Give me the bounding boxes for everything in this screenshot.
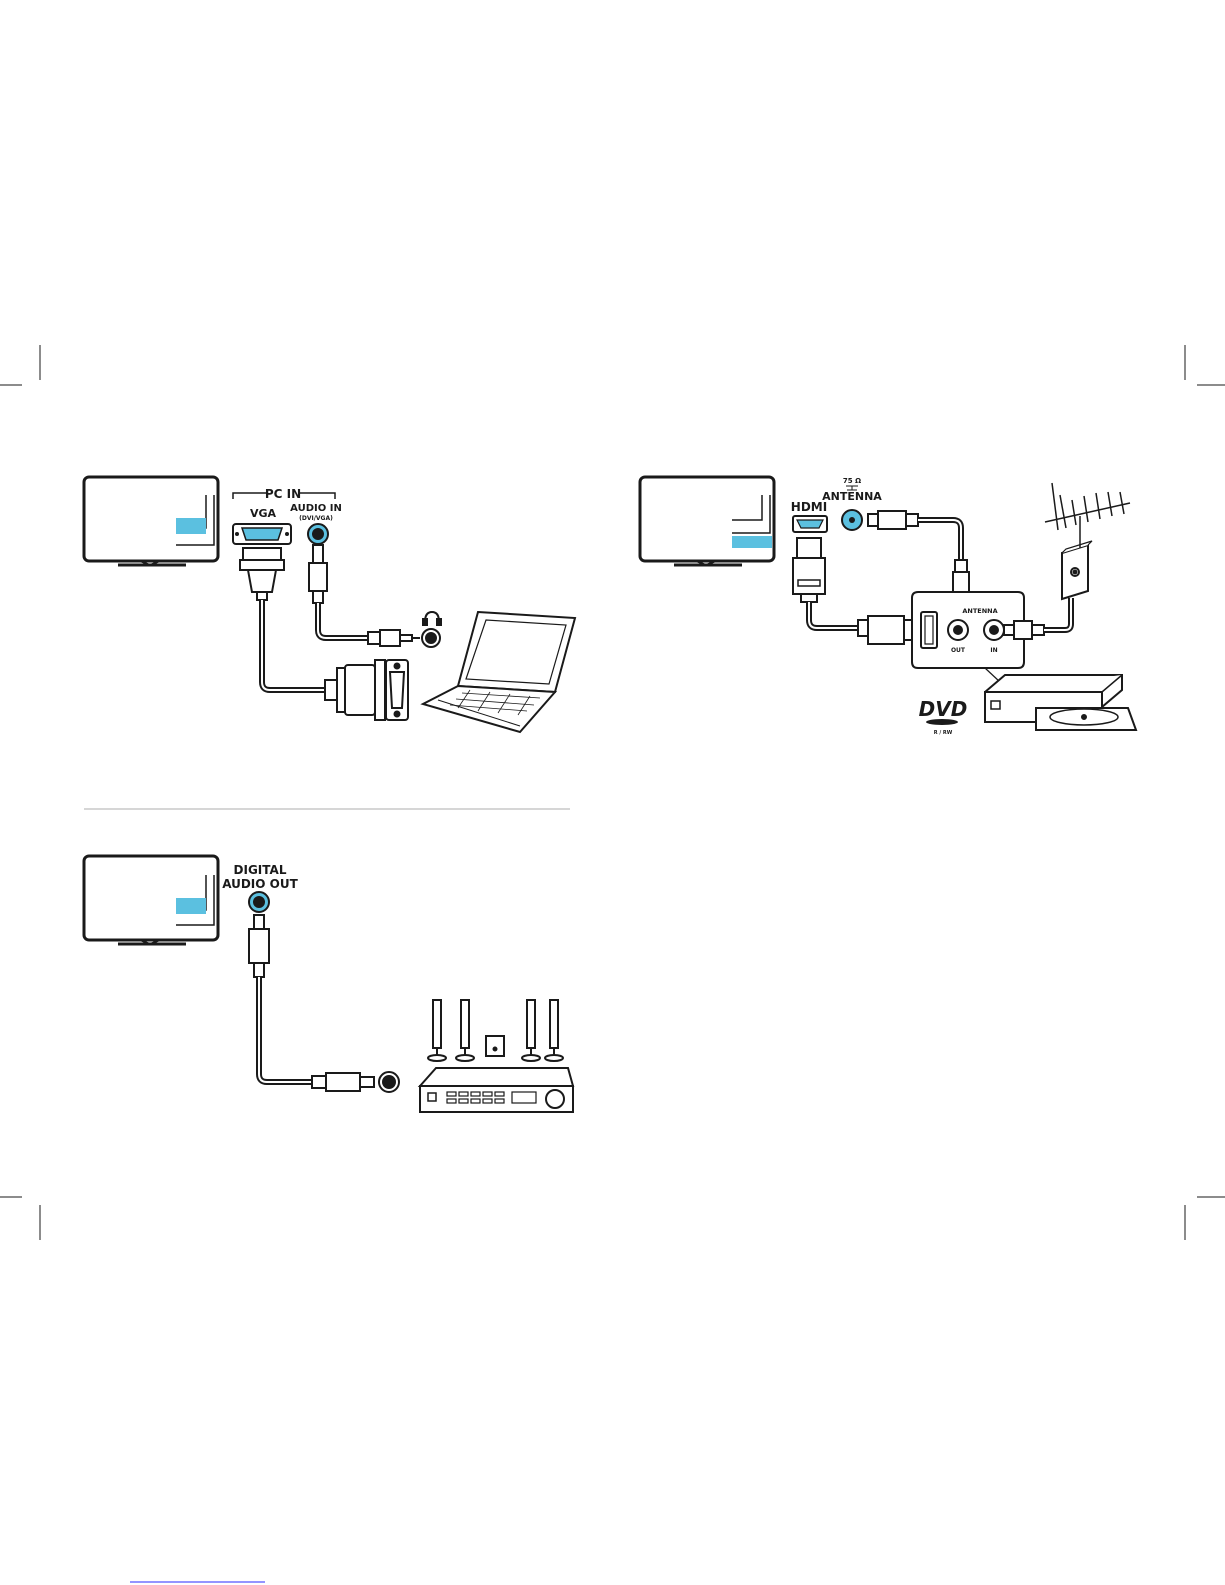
tv-icon: [84, 856, 218, 944]
dvd-recorder-icon: [985, 668, 1136, 730]
dvd-sub-label: R / RW: [934, 730, 953, 736]
audio-out-label: AUDIO OUT: [222, 877, 298, 891]
hdmi-cable: [793, 538, 916, 644]
dvd-logo: DVD R / RW: [919, 697, 968, 736]
coaxial-port-icon: [249, 892, 269, 912]
audio-jack-icon: [308, 524, 328, 544]
dvd-logo-text: DVD: [919, 697, 968, 721]
headphone-icon: [423, 612, 441, 625]
pc-connection-diagram: PC IN VGA AUDIO IN (DVI/VGA): [84, 477, 575, 732]
wall-socket-icon: [1062, 541, 1092, 599]
device-antenna-label: ANTENNA: [962, 607, 997, 615]
out-label: OUT: [951, 647, 966, 654]
audio-in-label: AUDIO IN: [290, 503, 342, 514]
digital-audio-diagram: DIGITAL AUDIO OUT: [84, 856, 573, 1112]
digital-label: DIGITAL: [234, 863, 287, 877]
roof-antenna-icon: [1045, 483, 1130, 548]
hdmi-port-icon: [793, 516, 827, 532]
in-label: IN: [990, 647, 997, 654]
subwoofer-icon: [486, 1036, 504, 1056]
pc-in-label: PC IN: [265, 487, 301, 501]
audio-in-sub-label: (DVI/VGA): [299, 515, 333, 522]
vga-label: VGA: [250, 507, 277, 520]
receiver-icon: [420, 1068, 573, 1112]
antenna-port-icon: [842, 510, 862, 530]
vga-port-icon: [233, 524, 291, 544]
antenna-out-port-icon: [948, 620, 968, 640]
audio-cable: [309, 545, 440, 647]
laptop-icon: [423, 612, 575, 732]
antenna-in-port-icon: [984, 620, 1004, 640]
antenna-label: ANTENNA: [822, 490, 882, 503]
hdmi-antenna-diagram: HDMI 75 Ω ANTENNA: [640, 477, 1136, 736]
tv-icon: [640, 477, 774, 565]
ohm-label: 75 Ω: [843, 477, 861, 485]
tv-icon: [84, 477, 218, 565]
device-hdmi-port-icon: [921, 612, 937, 648]
coax-cable: [249, 915, 399, 1092]
